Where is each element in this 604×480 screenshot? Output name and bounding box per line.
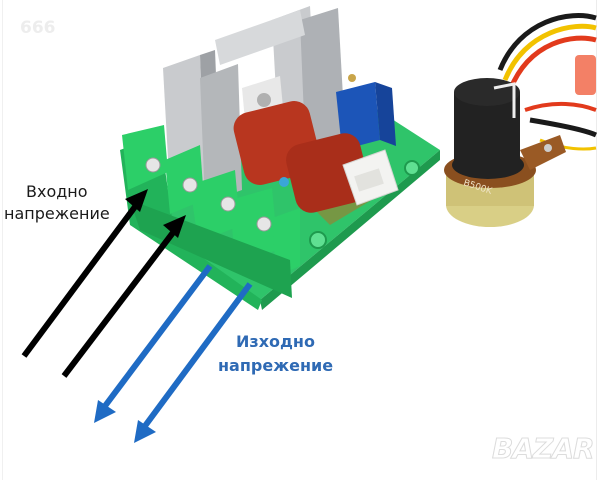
- capacitors: [233, 101, 370, 213]
- trimmer-potentiometer: [336, 74, 396, 150]
- image-border-left: [2, 0, 3, 480]
- watermark-666: 666: [20, 18, 56, 38]
- input-voltage-line1: Входно: [26, 182, 88, 201]
- output-voltage-line2: напрежение: [218, 356, 334, 375]
- image-border-right: [596, 0, 597, 480]
- input-arrows: [21, 189, 186, 378]
- potentiometer: B500K: [444, 78, 566, 227]
- input-voltage-line2: напрежение: [4, 204, 110, 223]
- output-arrows: [94, 264, 253, 443]
- bazar-watermark: BAZAR: [492, 432, 596, 466]
- wire-bundle: [497, 13, 598, 151]
- output-voltage-line1: Изходно: [236, 332, 315, 351]
- connector: [342, 149, 399, 206]
